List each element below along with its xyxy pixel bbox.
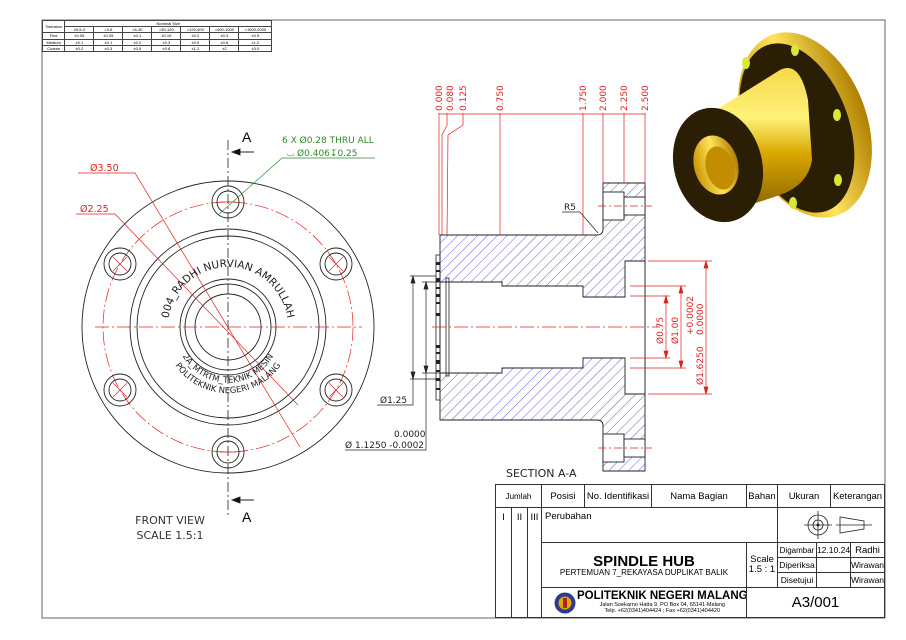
- header-no-identifikasi: No. Identifikasi: [584, 484, 652, 508]
- ordinate-label: 0.750: [496, 85, 506, 111]
- ordinate-label: 0.080: [446, 85, 456, 111]
- institution-phone: Telp. +62(0341)404424 ; Fax +62(0341)404…: [604, 607, 721, 614]
- institution-logo: [554, 592, 576, 613]
- header-bahan: Bahan: [746, 484, 778, 508]
- ordinate-label: 2.500: [641, 85, 651, 111]
- bore: [439, 260, 646, 395]
- dim-d100-tol-upper: +0.0002: [686, 296, 696, 335]
- third-angle-projection-icon: [804, 511, 872, 539]
- dim-d16250: Ø1.6250: [695, 346, 706, 385]
- hole-note-line2: ⌴ Ø0.406↧0.25: [287, 148, 358, 159]
- scale-value: 1.5 : 1: [748, 564, 776, 575]
- disetujui-name: Wirawan: [850, 572, 885, 588]
- bolt-hole: [319, 247, 353, 281]
- drawing-title: SPINDLE HUB: [593, 552, 695, 570]
- cell: ±0.8: [151, 44, 182, 52]
- ordinate-labels: 0.000 0.080 0.125 0.750 1.750 2.000 2.25…: [435, 85, 706, 385]
- cell: ±0.5: [122, 44, 153, 52]
- dim-d075: Ø0.75: [655, 317, 666, 344]
- header-ukuran: Ukuran: [777, 484, 831, 508]
- dim-bolt-circle: Ø2.25: [80, 204, 109, 215]
- institution-name: POLITEKNIK NEGERI MALANG: [577, 589, 747, 602]
- digambar-label: Digambar: [777, 542, 817, 558]
- left-dimension-lines: [345, 211, 599, 451]
- revision-col-ii: II: [511, 507, 528, 618]
- dimension-lines: [76, 172, 301, 448]
- ordinate-lines: [438, 113, 712, 396]
- drawing-number: A3/001: [746, 587, 885, 618]
- tolerance-corner: Tolerance: [41, 19, 66, 34]
- header-nama-bagian: Nama Bagian: [651, 484, 747, 508]
- ordinate-label: 2.000: [599, 85, 609, 111]
- bolt-hole: [103, 247, 137, 281]
- front-view: [76, 140, 375, 515]
- revision-col-iii: III: [527, 507, 542, 618]
- cell: ±3.0: [238, 44, 273, 52]
- table-row: Coarse ±0.2 ±0.3 ±0.5 ±0.8 ±1.2 ±2 ±3.0: [41, 44, 273, 52]
- scale-label: Scale: [750, 553, 774, 565]
- diperiksa-date: [816, 557, 851, 573]
- dim-d1125-upper: 0.0000: [394, 430, 426, 440]
- disetujui-date: [816, 572, 851, 588]
- bolt-hole: [103, 373, 137, 407]
- cell: ±2: [209, 44, 240, 52]
- header-posisi: Posisi: [541, 484, 585, 508]
- dim-d125: Ø1.25: [380, 395, 407, 406]
- projection-symbol-cell: [777, 507, 885, 543]
- tolerance-table: Tolerance Nominal Size ≥0.5-3 >3-6 >6-30…: [41, 19, 273, 52]
- bolt-hole: [319, 373, 353, 407]
- header-keterangan: Keterangan: [830, 484, 885, 508]
- disetujui-label: Disetujui: [777, 572, 817, 588]
- hole-note-leader: [217, 157, 375, 216]
- dim-d1125: Ø 1.1250 -0.0002: [345, 440, 424, 451]
- hub-bore-inner: [705, 146, 735, 190]
- dim-d100: Ø1.00: [670, 317, 681, 344]
- render-bolt-holes: [742, 44, 842, 209]
- ordinate-label: 1.750: [579, 85, 589, 111]
- section-view: [345, 113, 712, 472]
- header-jumlah: Jumlah: [495, 484, 542, 508]
- digambar-name: Radhi: [850, 542, 885, 558]
- section-label-top: A: [242, 129, 252, 145]
- section-arrow-icons: [230, 148, 254, 504]
- sheet-border: [41, 19, 886, 619]
- ordinate-label: 0.125: [459, 85, 469, 111]
- fillet-label: R5: [564, 203, 576, 213]
- hole-note-line1: 6 X Ø0.28 THRU ALL: [282, 135, 374, 146]
- ordinate-label: 2.250: [620, 85, 630, 111]
- section-caption: SECTION A-A: [506, 467, 577, 480]
- revision-col-i: I: [495, 507, 512, 618]
- front-view-scale: SCALE 1.5:1: [137, 529, 204, 542]
- diperiksa-label: Diperiksa: [777, 557, 817, 573]
- drawing-subtitle: PERTEMUAN 7_REKAYASA DUPLIKAT BALIK: [559, 567, 729, 577]
- institution-address: Jalan Soekarno Hatta 9, PO Box 04, 65141…: [599, 602, 725, 609]
- section-label-bottom: A: [242, 509, 252, 525]
- dim-d100-tol-lower: 0.0000: [696, 303, 706, 335]
- cell: ±0.2: [64, 44, 95, 52]
- scale-cell: Scale 1.5 : 1: [746, 542, 778, 588]
- cell: ±1.2: [180, 44, 211, 52]
- dim-outer-diameter: Ø3.50: [90, 163, 119, 174]
- perubahan-cell: Perubahan: [541, 507, 778, 543]
- section-centerlines: [432, 205, 660, 449]
- cell: ±0.3: [93, 44, 124, 52]
- row-label: Coarse: [41, 44, 66, 52]
- front-view-caption: FRONT VIEW: [135, 514, 205, 527]
- diperiksa-name: Wirawan: [850, 557, 885, 573]
- title-cell: SPINDLE HUB PERTEMUAN 7_REKAYASA DUPLIKA…: [541, 542, 747, 588]
- ordinate-label: 0.000: [435, 85, 445, 111]
- isometric-render: [672, 32, 872, 223]
- engraving-marks: [436, 262, 440, 390]
- digambar-date: 12.10.24: [816, 542, 851, 558]
- institution-cell: POLITEKNIK NEGERI MALANG Jalan Soekarno …: [541, 587, 747, 618]
